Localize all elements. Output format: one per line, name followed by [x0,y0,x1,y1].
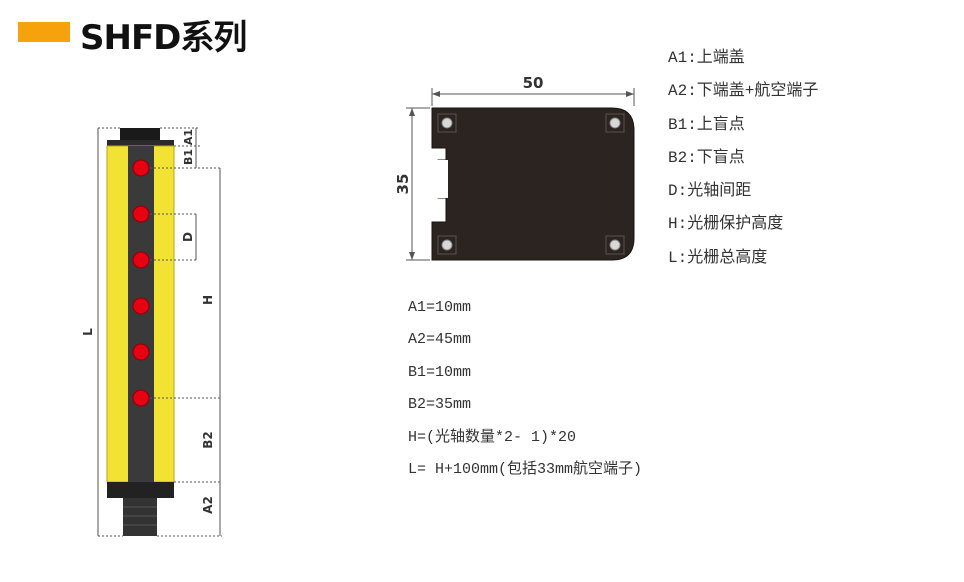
legend-item: D:光轴间距 [668,182,752,201]
legend-item: H:光栅保护高度 [668,215,784,234]
page-title: SHFD系列 [80,18,247,58]
hole-icon [441,239,453,251]
label-d: D [181,232,195,242]
formula-item: A2=45mm [408,331,472,349]
formula-item: B2=35mm [408,396,472,414]
bottom-cap [107,482,174,498]
legend-item: A1:上端盖 [668,49,745,67]
formula-list: A1=10mm A2=45mm B1=10mm B2=35mm H=(光轴数量*… [408,296,642,490]
hole-icon [441,117,453,129]
title-accent-bar [18,22,70,42]
extension-lines [98,127,222,537]
legend-item: B2:下盲点 [668,148,745,167]
formula-item: L= H+100mm(包括33mm航空端子) [408,460,643,478]
width-dimension-label: 50 [523,74,544,92]
cross-section-top-view [431,107,635,261]
led-indicator-icon [132,205,150,223]
formula-item: B1=10mm [408,363,472,381]
hole-icon [609,239,621,251]
top-cap-flange [107,140,174,146]
mounting-holes [437,113,625,255]
label-a2: A2 [201,496,215,514]
led-indicator-icon [132,159,150,177]
dimension-lines [97,128,221,536]
label-b2: B2 [201,431,215,449]
label-a1: A1 [182,129,195,145]
legend-list: A1:上端盖 A2:下端盖+航空端子 B1:上盲点 B2:下盲点 D:光轴间距 … [668,46,818,279]
formula-item: A1=10mm [408,299,472,316]
hole-icon [609,117,621,129]
height-dimension-label: 35 [394,174,412,195]
light-curtain-side-view [106,128,175,536]
aviation-connector [123,498,157,536]
led-indicator-icon [132,251,150,269]
label-b1: B1 [182,149,195,165]
label-l: L [81,328,95,336]
plate-outline [431,107,635,261]
led-indicator-icon [132,297,150,315]
formula-item: H=(光轴数量*2- 1)*20 [408,428,577,446]
legend-item: B1:上盲点 [668,115,745,134]
top-view-dimensions [406,88,635,261]
led-group [132,159,150,407]
label-h: H [201,295,215,305]
led-indicator-icon [132,389,150,407]
legend-item: A2:下端盖+航空端子 [668,82,819,101]
legend-item: L:光栅总高度 [668,248,768,267]
side-slot [436,160,448,198]
led-indicator-icon [132,343,150,361]
